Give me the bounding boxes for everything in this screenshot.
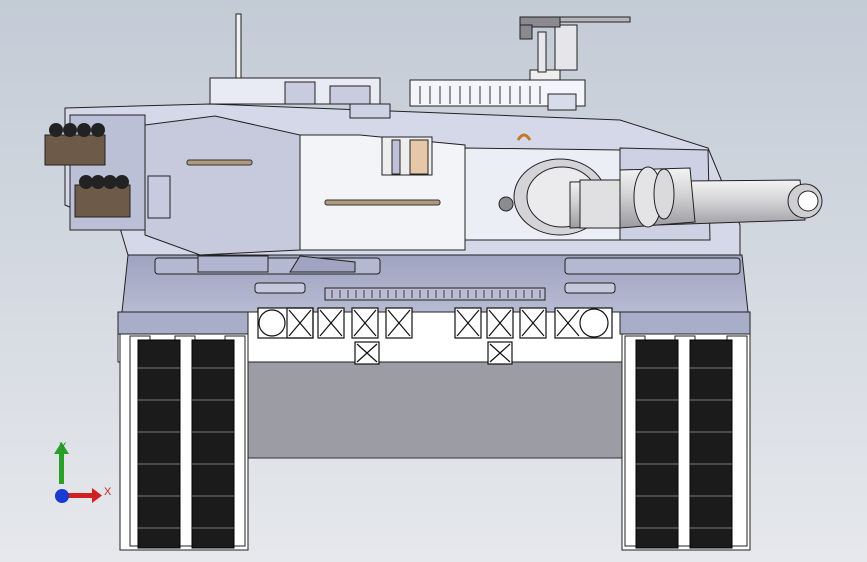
- right-track: [621, 333, 751, 551]
- roof-machine-gun: [519, 16, 631, 81]
- coordinate-triad-icon: [54, 442, 102, 503]
- main-gun: [513, 158, 823, 236]
- turret-roof-fixtures: [209, 13, 586, 119]
- front-plate-fixtures: [257, 307, 613, 365]
- smoke-launchers: [44, 123, 131, 218]
- x-axis-label: X: [104, 486, 112, 498]
- y-axis-label: Y: [59, 441, 67, 453]
- left-track: [119, 333, 249, 551]
- coordinate-triad: [44, 438, 124, 508]
